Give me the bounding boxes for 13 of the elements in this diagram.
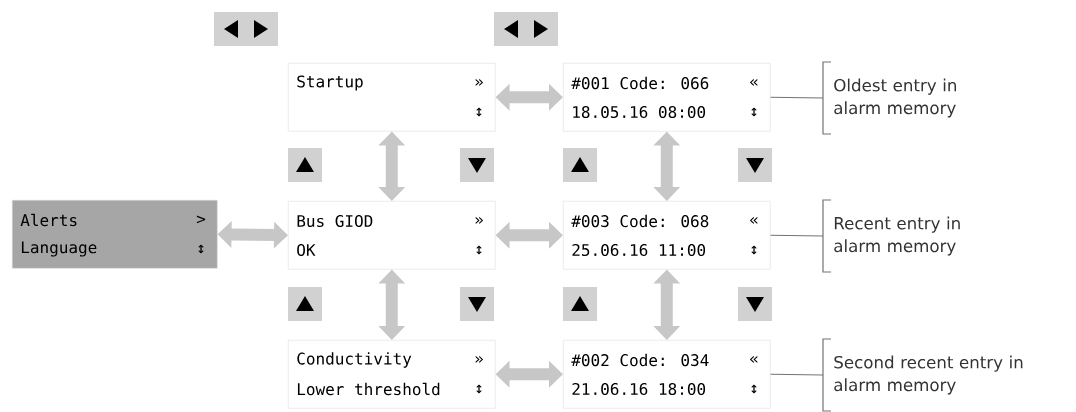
annotation-text: Second recent entry in alarm memory — [834, 355, 1023, 395]
leader-line — [769, 234, 824, 237]
display-box: Conductivity » Lower threshold ↕ — [288, 340, 496, 409]
display-box: Bus GIOD » OK ↕ — [288, 201, 496, 270]
leader-line — [769, 96, 824, 99]
display-box: Alerts > Language ↕ — [12, 200, 218, 269]
annotation-text: Recent entry in alarm memory — [834, 216, 960, 256]
display-box: Startup » ↕ — [288, 63, 496, 132]
display-box: #002 Code: 034 « 21.06.16 18:00 ↕ — [563, 340, 771, 409]
display-box: #003 Code: 068 « 25.06.16 11:00 ↕ — [563, 201, 771, 270]
display-box: #001 Code: 066 « 18.05.16 08:00 ↕ — [563, 63, 771, 132]
leader-line — [769, 373, 824, 376]
annotation-text: Oldest entry in alarm memory — [834, 78, 956, 118]
